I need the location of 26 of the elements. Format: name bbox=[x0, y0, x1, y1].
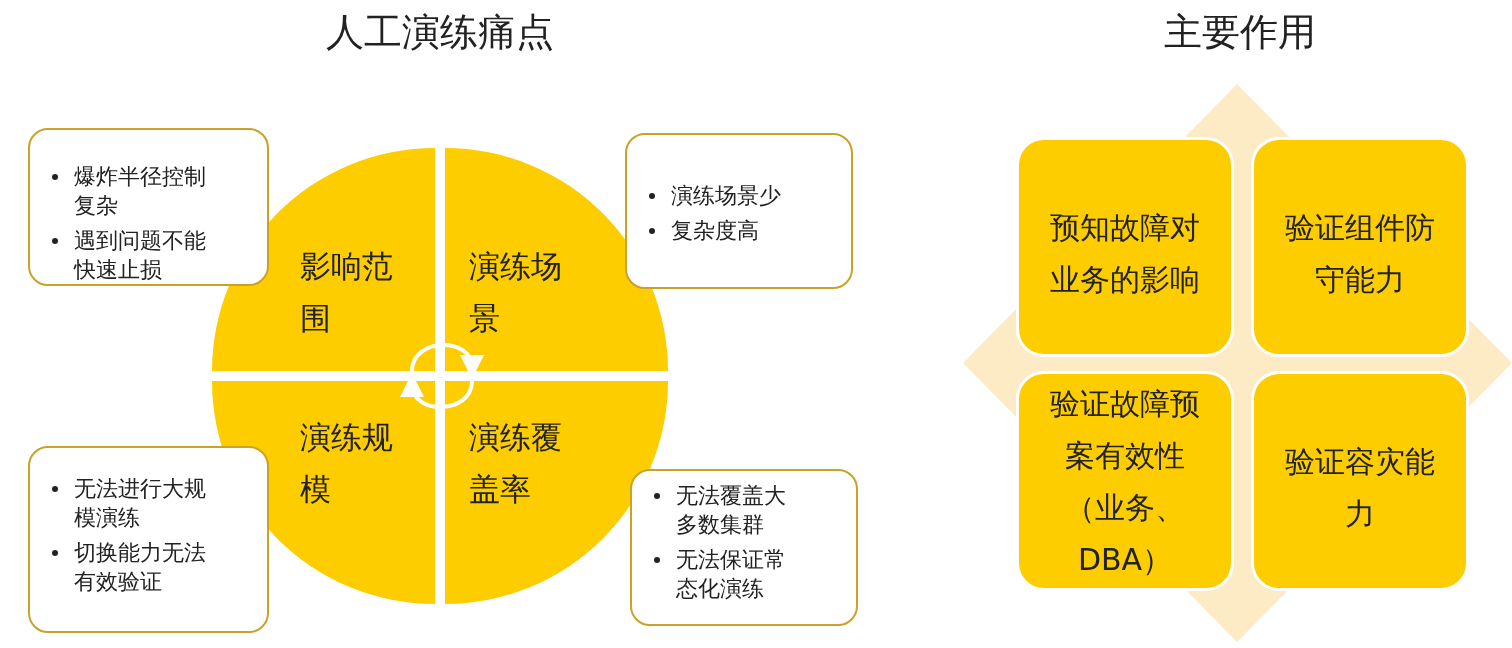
callout-box bbox=[625, 133, 853, 289]
quadrant-label: 演练规模 bbox=[300, 418, 394, 509]
role-tile bbox=[1251, 137, 1469, 357]
section-heading: 主要作用 bbox=[1163, 9, 1317, 56]
bullet-text: 遇到问题不能快速止损 bbox=[74, 227, 207, 284]
role-tile bbox=[1016, 137, 1234, 357]
bullet-text: 复杂度高 bbox=[671, 217, 760, 245]
bullet-text: 爆炸半径控制复杂 bbox=[74, 163, 207, 220]
callout-box bbox=[28, 128, 269, 286]
role-tile bbox=[1251, 371, 1469, 591]
quadrant-label: 演练覆盖率 bbox=[469, 418, 563, 509]
bullet-text: 无法保证常态化演练 bbox=[676, 546, 787, 603]
bullet-text: 演练场景少 bbox=[671, 182, 782, 210]
role-tile bbox=[1016, 371, 1234, 591]
quadrant-label: 演练场景 bbox=[469, 247, 563, 338]
callout-box bbox=[630, 469, 858, 626]
bullet-text: 无法覆盖大多数集群 bbox=[676, 482, 787, 539]
tile-label: 验证组件防守能力 bbox=[1284, 209, 1436, 299]
bullet-text: 切换能力无法有效验证 bbox=[74, 539, 207, 596]
quadrant-label: 影响范围 bbox=[300, 247, 394, 338]
bullet-text: 无法进行大规模演练 bbox=[74, 475, 207, 532]
section-heading: 人工演练痛点 bbox=[325, 9, 555, 56]
tile-label: 预知故障对业务的影响 bbox=[1049, 209, 1201, 299]
callout-box bbox=[28, 446, 269, 633]
tile-label: 验证容灾能力 bbox=[1284, 443, 1436, 533]
tile-label: 验证故障预案有效性（业务、DBA） bbox=[1049, 385, 1201, 579]
